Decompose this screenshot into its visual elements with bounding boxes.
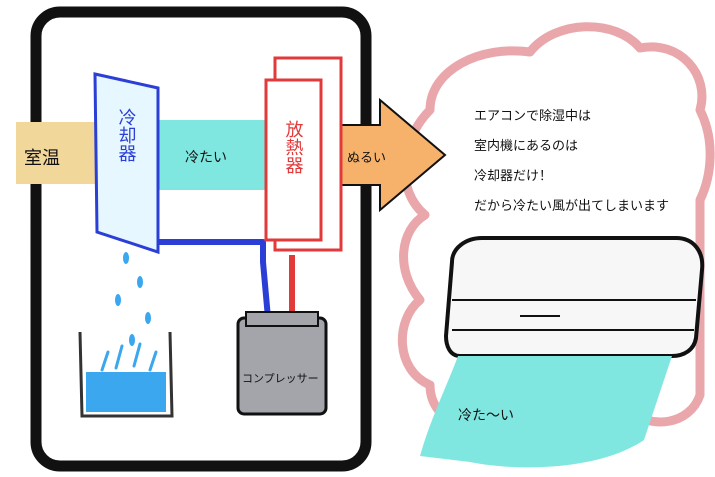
cloud-text-line-2: 室内機にあるのは	[474, 138, 578, 154]
water-tank	[78, 331, 174, 418]
cold-air-stream	[420, 356, 672, 468]
cooler-label: 冷却器	[116, 108, 137, 162]
room-temp-label: 室温	[24, 148, 60, 169]
water-splash	[100, 342, 158, 372]
compressor-label: コンプレッサー	[242, 372, 319, 385]
water	[86, 372, 166, 412]
pipe-blue	[158, 239, 271, 319]
cold-label: 冷たい	[185, 150, 227, 166]
compressor-cap	[245, 311, 319, 327]
water-drop-icon	[129, 334, 135, 346]
cloud-text-line-1: エアコンで除湿中は	[474, 109, 591, 124]
compressor-body	[236, 316, 328, 416]
air-conditioner-icon	[443, 236, 705, 358]
cold-air-label: 冷た〜い	[458, 408, 514, 424]
water-drop-icon	[137, 276, 143, 288]
radiator-panel-front	[264, 78, 323, 242]
cooler-panel	[93, 72, 160, 255]
cloud-text-line-3: 冷却器だけ！	[474, 169, 552, 184]
water-drop-icon	[115, 294, 121, 306]
radiator-label: 放熱器	[283, 120, 304, 174]
cloud-text-line-4: だから冷たい風が出てしまいます	[474, 199, 669, 214]
water-drop-icon	[145, 312, 151, 324]
water-drops	[115, 252, 151, 346]
water-drop-icon	[123, 252, 129, 264]
lukewarm-label: ぬるい	[347, 151, 386, 166]
